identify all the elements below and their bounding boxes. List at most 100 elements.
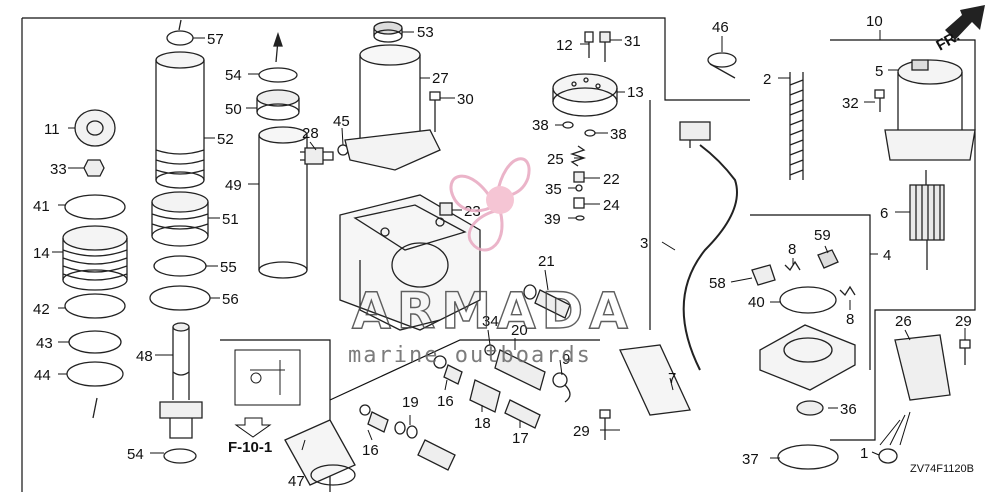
callout-4: 4 [883, 247, 891, 264]
part-21-spool [523, 284, 571, 319]
part-53-cap [373, 21, 403, 43]
part-41-o-ring [64, 194, 126, 220]
propeller-logo [449, 157, 531, 252]
part-25-spring [569, 145, 587, 167]
part-12-screw [584, 31, 594, 58]
callout-39: 39 [544, 211, 561, 228]
leader-14-down [92, 397, 98, 419]
frame-top-left [22, 17, 750, 101]
group-cylinder-column [149, 19, 211, 464]
part-52-tilt-cylinder [155, 51, 205, 189]
part-8-spring-b [839, 285, 856, 297]
part-28-sensor [300, 147, 334, 165]
callout-42: 42 [33, 301, 50, 318]
callout-53: 53 [417, 24, 434, 41]
valve-body [339, 194, 481, 331]
part-32-screw [874, 89, 885, 112]
callout-35: 35 [545, 181, 562, 198]
part-36-seal [796, 400, 824, 416]
callout-32: 32 [842, 95, 859, 112]
part-24-seat [573, 197, 585, 209]
watermark: ARMADA marine outboards [348, 157, 629, 368]
callout-13: 13 [627, 84, 644, 101]
callout-29-left: 29 [573, 423, 590, 440]
callout-57: 57 [207, 31, 224, 48]
callout-52: 52 [217, 131, 234, 148]
part-30-bolt [429, 91, 441, 132]
callout-21: 21 [538, 253, 555, 270]
part-2-rod [789, 72, 804, 180]
callout-54-lower: 54 [127, 446, 144, 463]
part-50-seal [256, 89, 300, 121]
callout-19: 19 [402, 394, 419, 411]
frame-right [830, 39, 976, 441]
reference-label: F-10-1 [228, 439, 272, 456]
part-43-o-ring [68, 330, 122, 354]
callout-17: 17 [512, 430, 529, 447]
part-42-o-ring [64, 293, 126, 319]
callout-7: 7 [668, 370, 676, 387]
callout-16-upper: 16 [437, 393, 454, 410]
callout-59: 59 [814, 227, 831, 244]
callout-37: 37 [742, 451, 759, 468]
part-38-o-ring-b [584, 129, 596, 137]
part-29-screw-right [959, 339, 971, 365]
callout-28: 28 [302, 125, 319, 142]
part-29-screw-left [599, 409, 611, 440]
callout-41: 41 [33, 198, 50, 215]
part-55-o-ring [153, 255, 207, 277]
callout-8-b: 8 [846, 311, 854, 328]
part-37-o-ring [777, 444, 839, 470]
group-valve-stack [552, 31, 618, 221]
part-23-plug [439, 202, 453, 216]
callout-38-b: 38 [610, 126, 627, 143]
part-17-spool [504, 399, 541, 429]
part-16-assembly-upper [433, 355, 463, 385]
part-5-motor [884, 59, 976, 161]
part-6-armature [909, 170, 945, 270]
group-motor [599, 52, 976, 470]
diagram-code: ZV74F1120B [910, 463, 974, 475]
part-18-spool [469, 379, 501, 413]
part-56-o-ring [149, 285, 211, 311]
callout-2: 2 [763, 71, 771, 88]
callout-26: 26 [895, 313, 912, 330]
callout-27: 27 [432, 70, 449, 87]
callout-31: 31 [624, 33, 641, 50]
callout-43: 43 [36, 335, 53, 352]
part-39-o-ring [575, 215, 585, 221]
part-31-screw [599, 31, 611, 62]
part-screw-lower [417, 439, 456, 471]
callout-55: 55 [220, 259, 237, 276]
part-13-valve-block [552, 73, 618, 117]
part-47-sleeve [284, 419, 356, 486]
callout-5: 5 [875, 63, 883, 80]
callout-9: 9 [562, 351, 570, 368]
part-33-nut [83, 159, 105, 177]
callout-50: 50 [225, 101, 242, 118]
callout-18: 18 [474, 415, 491, 432]
frame-lower-diagonal [329, 339, 600, 401]
front-direction-arrow: FR. [933, 5, 985, 55]
part-22-valve [573, 171, 585, 183]
part-57-o-ring [166, 30, 194, 46]
callout-8-a: 8 [788, 241, 796, 258]
part-14-tilt-cap [62, 225, 128, 291]
part-35-ball [575, 184, 583, 192]
callout-33: 33 [50, 161, 67, 178]
callout-3: 3 [640, 235, 648, 252]
callout-11: 11 [44, 121, 60, 138]
part-46-clamp [707, 52, 737, 79]
callout-6: 6 [880, 205, 888, 222]
part-44-o-ring [66, 361, 124, 387]
reference-box: F-10-1 [228, 349, 301, 456]
group-sleeve-column [256, 31, 349, 279]
part-1-clip [878, 448, 898, 464]
callout-46: 46 [712, 19, 729, 36]
callout-20: 20 [511, 322, 528, 339]
callout-56: 56 [222, 291, 239, 308]
part-4-base-plate [759, 324, 856, 391]
part-26-bracket [894, 334, 951, 401]
